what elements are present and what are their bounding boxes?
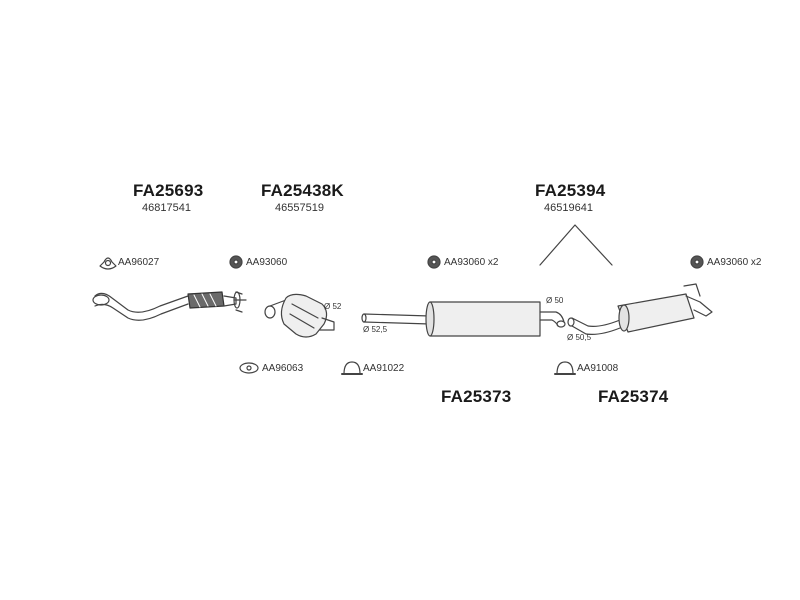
rear-muffler xyxy=(567,283,713,335)
diameter-label: Ø 50 xyxy=(546,296,564,305)
part-code-exhaust-assembly: FA25394 xyxy=(535,181,606,200)
assembly-bracket xyxy=(539,224,613,266)
catalytic-converter xyxy=(264,293,335,338)
clamp-icon xyxy=(554,361,576,375)
front-pipe xyxy=(92,291,247,321)
accessory-label: AA93060 x2 xyxy=(444,257,499,268)
rubber-mount-icon xyxy=(427,255,441,269)
diameter-label: Ø 52,5 xyxy=(363,325,388,334)
part-code-front-pipe: FA25693 xyxy=(133,181,204,200)
gasket-icon xyxy=(99,257,117,270)
rubber-mount-icon xyxy=(229,255,243,269)
accessory-label: AA96063 xyxy=(262,363,304,374)
oe-number-exhaust-assembly: 46519641 xyxy=(544,202,593,214)
diameter-label: Ø 50,5 xyxy=(567,333,592,342)
accessory-label: AA96027 xyxy=(118,257,160,268)
part-code-catalytic-converter: FA25438K xyxy=(261,181,344,200)
middle-muffler xyxy=(361,301,566,337)
gasket-icon xyxy=(239,362,259,374)
part-code-rear-muffler: FA25374 xyxy=(598,387,669,406)
diameter-label: Ø 52 xyxy=(324,302,342,311)
rubber-mount-icon xyxy=(690,255,704,269)
accessory-label: AA91008 xyxy=(577,363,619,374)
accessory-label: AA93060 x2 xyxy=(707,257,762,268)
oe-number-catalytic-converter: 46557519 xyxy=(275,202,324,214)
accessory-label: AA91022 xyxy=(363,363,405,374)
clamp-icon xyxy=(341,361,363,375)
part-code-middle-muffler: FA25373 xyxy=(441,387,512,406)
accessory-label: AA93060 xyxy=(246,257,288,268)
oe-number-front-pipe: 46817541 xyxy=(142,202,191,214)
